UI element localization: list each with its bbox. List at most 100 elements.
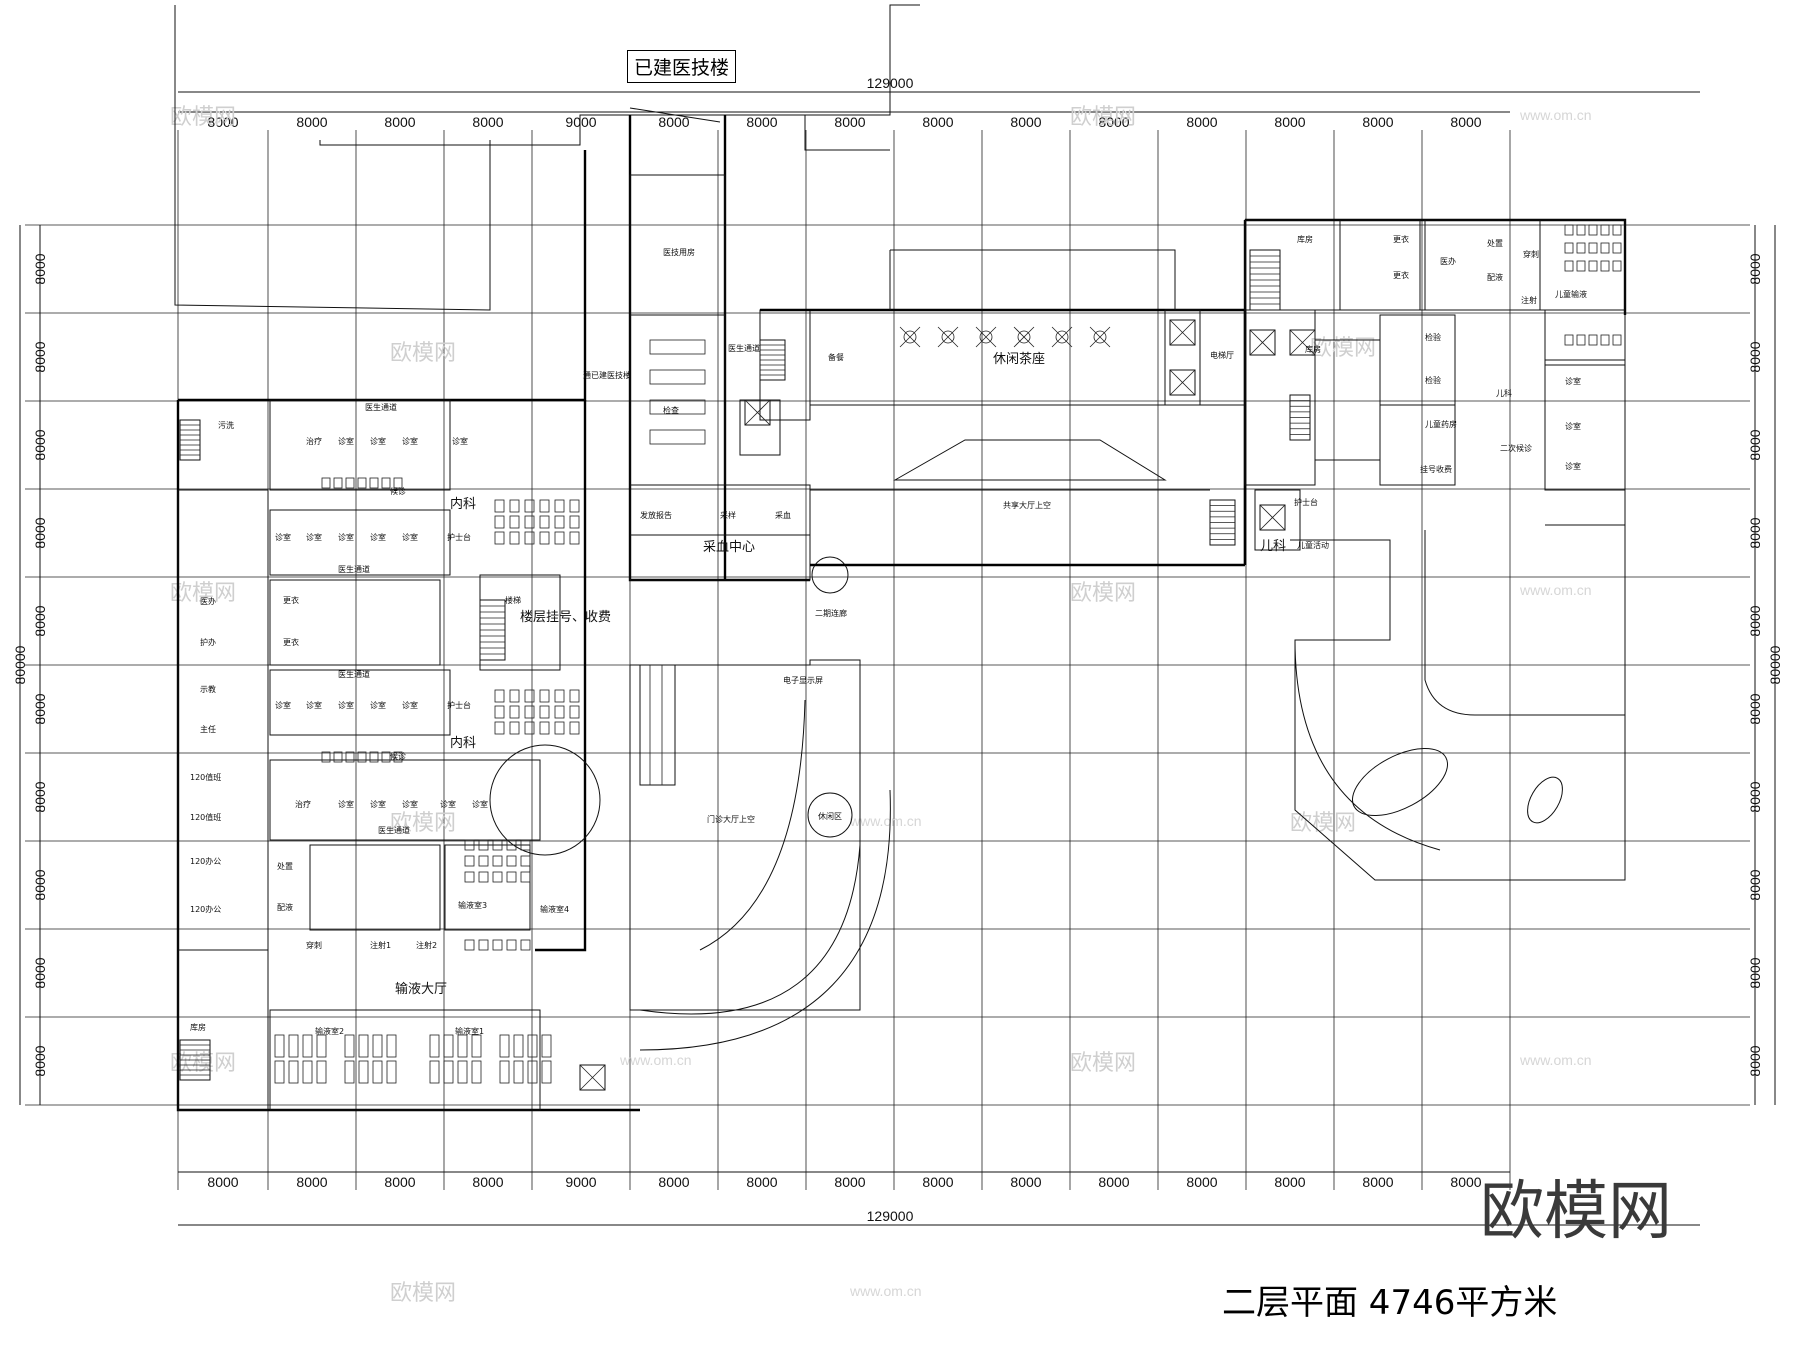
room-pediatrics-label: 儿科 bbox=[1260, 539, 1286, 554]
furniture-layer bbox=[179, 224, 1622, 1091]
seat bbox=[506, 839, 517, 851]
room-doctor-corridor-label: 医生通道 bbox=[338, 669, 370, 679]
room-consult-label: 诊室 bbox=[306, 532, 322, 542]
seat bbox=[509, 705, 520, 719]
table bbox=[903, 330, 917, 344]
seat bbox=[524, 499, 535, 513]
dimension-label: 8000 bbox=[32, 429, 48, 460]
elevator-shaft bbox=[744, 399, 771, 426]
room-consult-label: 诊室 bbox=[1565, 421, 1581, 431]
seat bbox=[554, 705, 565, 719]
watermark-url: www.om.cn bbox=[1519, 107, 1592, 123]
seat bbox=[524, 515, 535, 529]
room-nurse-station-label: 护士台 bbox=[1294, 497, 1318, 507]
seat bbox=[471, 1034, 482, 1058]
elevator-shaft bbox=[1289, 329, 1316, 356]
dimension-annotations: 8000 8000 8000 8000 9000 8000 8000 8000 8000 8000… bbox=[12, 75, 1783, 1226]
watermark-url: www.om.cn bbox=[849, 1283, 922, 1299]
seat bbox=[274, 1060, 285, 1084]
seat bbox=[386, 1034, 397, 1058]
dimension-label: 8000 bbox=[1747, 341, 1763, 372]
seat bbox=[357, 477, 367, 489]
seat bbox=[494, 705, 505, 719]
dimension-label: 8000 bbox=[1747, 869, 1763, 900]
dimension-label: 8000 bbox=[1186, 114, 1217, 130]
room-changing-label: 更衣 bbox=[283, 595, 299, 605]
watermark-url: www.om.cn bbox=[1519, 1052, 1592, 1068]
dimension-label: 8000 bbox=[1747, 781, 1763, 812]
page-title: 二层平面 4746平方米 bbox=[1222, 1283, 1558, 1323]
seat bbox=[457, 1034, 468, 1058]
dimension-label: 8000 bbox=[1747, 693, 1763, 724]
room-doctor-corridor-label: 医生通道 bbox=[728, 343, 760, 353]
room-sampling-label: 采样 bbox=[720, 510, 736, 520]
bed bbox=[649, 369, 706, 385]
dimension-label: 8000 bbox=[32, 781, 48, 812]
room-changing-label: 更衣 bbox=[1393, 270, 1409, 280]
room-consult-label: 诊室 bbox=[402, 700, 418, 710]
seat bbox=[478, 839, 489, 851]
dimension-label: 8000 bbox=[32, 517, 48, 548]
seat bbox=[499, 1034, 510, 1058]
table bbox=[975, 326, 997, 348]
seat bbox=[288, 1060, 299, 1084]
room-changing-label: 更衣 bbox=[283, 637, 299, 647]
room-tea-lounge-label: 休闲茶座 bbox=[993, 351, 1045, 367]
room-duty-120-label: 120值班 bbox=[190, 812, 221, 822]
seat bbox=[464, 939, 475, 951]
seat bbox=[569, 721, 580, 735]
room-storage-label: 库房 bbox=[1297, 234, 1313, 244]
room-consult-label: 诊室 bbox=[370, 700, 386, 710]
seat bbox=[1600, 224, 1610, 236]
seat bbox=[506, 939, 517, 951]
dimension-label: 8000 bbox=[1362, 114, 1393, 130]
seat bbox=[527, 1034, 538, 1058]
bed bbox=[649, 399, 706, 415]
seat bbox=[1588, 334, 1598, 346]
room-consult-label: 诊室 bbox=[338, 436, 354, 446]
room-lab-label: 检验 bbox=[1425, 375, 1441, 385]
seat bbox=[386, 1060, 397, 1084]
seat bbox=[1588, 260, 1598, 272]
dimension-label: 8000 bbox=[472, 1174, 503, 1190]
room-teaching-label: 示教 bbox=[200, 684, 216, 694]
room-blood-center-label: 采血中心 bbox=[703, 540, 755, 555]
dimension-label: 9000 bbox=[565, 1174, 596, 1190]
room-consult-label: 诊室 bbox=[275, 700, 291, 710]
elevator-shaft bbox=[1259, 504, 1286, 531]
dimension-label: 8000 bbox=[472, 114, 503, 130]
seat bbox=[494, 689, 505, 703]
room-consult-label: 诊室 bbox=[275, 532, 291, 542]
room-doctor-corridor-label: 医生通道 bbox=[378, 825, 410, 835]
table bbox=[979, 330, 993, 344]
room-blood-draw-label: 采血 bbox=[775, 510, 791, 520]
seat bbox=[494, 515, 505, 529]
seat bbox=[464, 839, 475, 851]
dimension-label: 8000 bbox=[32, 869, 48, 900]
room-infusion4-label: 输液室4 bbox=[540, 904, 569, 914]
seat bbox=[524, 689, 535, 703]
seat bbox=[429, 1034, 440, 1058]
dimension-label: 8000 bbox=[32, 957, 48, 988]
watermark-url: www.om.cn bbox=[1519, 582, 1592, 598]
watermark-layer: 欧模网 欧模网 www.om.cn 欧模网 欧模网 欧模网 欧模网 www.om… bbox=[170, 105, 1592, 1306]
room-elevator-hall-label: 电梯厅 bbox=[1210, 350, 1234, 360]
elevator-shaft bbox=[579, 1064, 606, 1091]
seat bbox=[464, 871, 475, 883]
seat bbox=[494, 499, 505, 513]
dimension-label: 8000 bbox=[1098, 1174, 1129, 1190]
room-meal-prep-label: 备餐 bbox=[828, 352, 844, 362]
seat bbox=[393, 477, 403, 489]
seat bbox=[541, 1060, 552, 1084]
table bbox=[1089, 326, 1111, 348]
seat bbox=[1612, 334, 1622, 346]
seat bbox=[302, 1034, 313, 1058]
dimension-label: 8000 bbox=[1747, 517, 1763, 548]
room-consult-label: 诊室 bbox=[370, 436, 386, 446]
seat bbox=[302, 1060, 313, 1084]
room-injection-label: 注射 bbox=[1521, 295, 1537, 305]
seat bbox=[1564, 334, 1574, 346]
seat bbox=[358, 1060, 369, 1084]
dimension-label: 8000 bbox=[207, 114, 238, 130]
dimension-label: 8000 bbox=[658, 114, 689, 130]
